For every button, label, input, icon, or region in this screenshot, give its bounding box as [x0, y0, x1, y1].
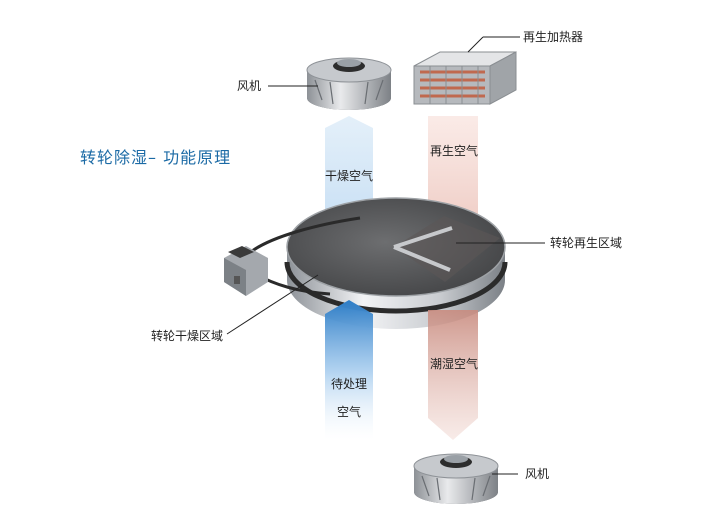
- top-fan: [306, 57, 392, 110]
- label-process-air-line2: 空气: [336, 405, 361, 419]
- humid-air-stream: [428, 310, 478, 440]
- label-fan-bottom: 风机: [525, 467, 550, 481]
- regeneration-sector: [393, 216, 500, 282]
- label-fan-top: 风机: [237, 79, 262, 93]
- bottom-fan: [413, 453, 499, 504]
- desiccant-rotor: [284, 197, 508, 329]
- label-regen-air: 再生空气: [430, 144, 479, 158]
- heater: [413, 51, 517, 105]
- label-heater: 再生加热器: [523, 30, 584, 44]
- label-humid-air: 潮湿空气: [430, 357, 479, 371]
- label-dry-zone: 转轮干燥区域: [151, 329, 224, 343]
- label-regen-zone: 转轮再生区域: [550, 236, 623, 250]
- process-air-stream: [325, 300, 373, 440]
- label-process-air: 待处理 空气: [319, 370, 379, 426]
- leader-lines: [226, 36, 545, 475]
- label-dry-air: 干燥空气: [325, 169, 374, 183]
- diagram-title: 转轮除湿– 功能原理: [80, 148, 232, 167]
- drive-motor: [224, 216, 361, 296]
- label-process-air-line1: 待处理: [330, 377, 367, 391]
